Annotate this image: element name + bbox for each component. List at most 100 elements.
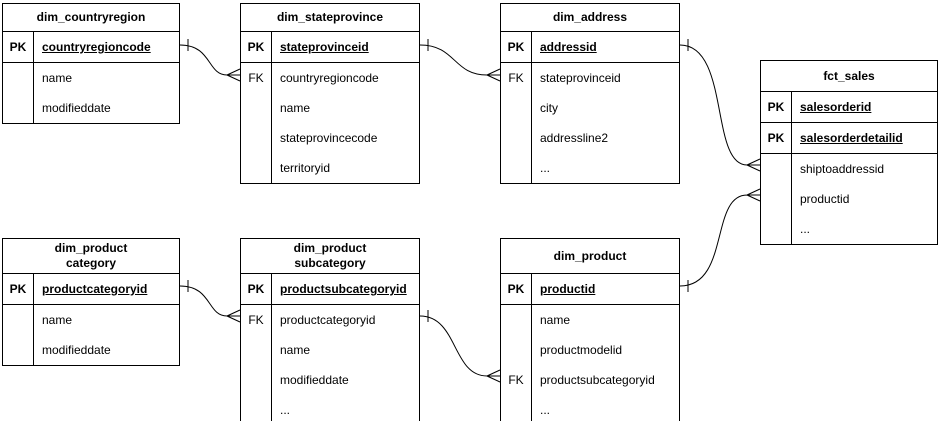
field-name: productmodelid (540, 343, 623, 357)
key-cell (241, 335, 272, 365)
key-cell: PK (3, 32, 34, 62)
edge-path (679, 188, 761, 292)
table-title-line: subcategory (294, 256, 366, 270)
field-name: salesorderid (800, 100, 872, 114)
table-title-line: dim_product (553, 248, 627, 263)
field-name: name (42, 313, 73, 327)
field-name: ... (540, 403, 551, 417)
field-row-countryregioncode: PK countryregioncode (3, 32, 179, 63)
key-cell (761, 154, 792, 184)
relationship-dim_countryregion-to-dim_stateprovince[interactable] (179, 39, 241, 82)
key-cell (501, 395, 532, 421)
field-row-name: name (3, 63, 179, 93)
field-name: name (42, 71, 73, 85)
field-name: territoryid (280, 161, 331, 175)
field-row-name: name (3, 305, 179, 335)
key-cell: FK (241, 305, 272, 335)
table-title-line: dim_product (293, 241, 367, 255)
field-row-modifieddate: modifieddate (3, 335, 179, 365)
field-row-salesorderid: PK salesorderid (761, 92, 937, 123)
key-cell (241, 93, 272, 123)
field-row-shiptoaddressid: shiptoaddressid (761, 154, 937, 184)
relationship-dim_address-to-fct_sales[interactable] (679, 39, 761, 172)
table-title-line: fct_sales (823, 68, 875, 83)
field-name: productcategoryid (42, 282, 148, 296)
key-cell: PK (761, 123, 792, 153)
relationship-dim_productcategory-to-dim_productsubcategory[interactable] (179, 280, 241, 323)
edge-path (419, 39, 501, 82)
table-title-line: dim_address (552, 10, 628, 24)
key-cell (761, 184, 792, 214)
key-cell (501, 123, 532, 153)
edge-path (179, 280, 241, 323)
key-cell (761, 214, 792, 244)
key-cell: PK (761, 92, 792, 122)
field-name: modifieddate (280, 373, 349, 387)
key-cell: FK (241, 63, 272, 93)
key-cell: FK (501, 63, 532, 93)
field-row-: ... (761, 214, 937, 244)
field-name: city (540, 101, 558, 115)
field-row-modifieddate: modifieddate (241, 365, 419, 395)
field-name: addressid (540, 40, 597, 54)
field-name: ... (540, 161, 551, 175)
field-name: productid (800, 192, 850, 206)
edge-path (679, 39, 761, 172)
field-name: modifieddate (42, 343, 111, 357)
field-row-productsubcategoryid: PK productsubcategoryid (241, 274, 419, 305)
field-name: name (280, 343, 311, 357)
field-name: stateprovincecode (280, 131, 378, 145)
field-row-: ... (241, 395, 419, 421)
key-cell (501, 153, 532, 183)
edge-path (179, 39, 241, 82)
relationship-dim_product-to-fct_sales[interactable] (679, 188, 761, 292)
field-row-salesorderdetailid: PK salesorderdetailid (761, 123, 937, 154)
key-cell (3, 305, 34, 335)
field-row-addressline2: addressline2 (501, 123, 679, 153)
field-name: productsubcategoryid (280, 282, 407, 296)
field-row-stateprovincecode: stateprovincecode (241, 123, 419, 153)
field-name: stateprovinceid (540, 71, 621, 85)
relationship-dim_stateprovince-to-dim_address[interactable] (419, 39, 501, 82)
edge-path (419, 310, 501, 383)
field-name: salesorderdetailid (800, 131, 903, 145)
field-name: countryregioncode (42, 40, 151, 54)
field-row-: ... (501, 153, 679, 183)
field-name: shiptoaddressid (800, 162, 885, 176)
field-row-countryregioncode: FK countryregioncode (241, 63, 419, 93)
field-row-city: city (501, 93, 679, 123)
field-name: productsubcategoryid (540, 373, 655, 387)
key-cell (501, 335, 532, 365)
key-cell (501, 93, 532, 123)
key-cell (241, 153, 272, 183)
key-cell (241, 365, 272, 395)
key-cell: PK (241, 274, 272, 304)
relationship-dim_productsubcategory-to-dim_product[interactable] (419, 310, 501, 383)
field-name: countryregioncode (280, 71, 379, 85)
field-name: name (280, 101, 311, 115)
table-title: dim_address (501, 4, 679, 32)
table-title-line: dim_product (54, 241, 128, 255)
key-cell: PK (501, 32, 532, 62)
key-cell (241, 395, 272, 421)
table-title: fct_sales (761, 61, 937, 92)
field-name: modifieddate (42, 101, 111, 115)
key-cell (501, 305, 532, 335)
key-cell: FK (501, 365, 532, 395)
field-name: ... (800, 222, 811, 236)
field-row-name: name (241, 93, 419, 123)
key-cell (3, 335, 34, 365)
